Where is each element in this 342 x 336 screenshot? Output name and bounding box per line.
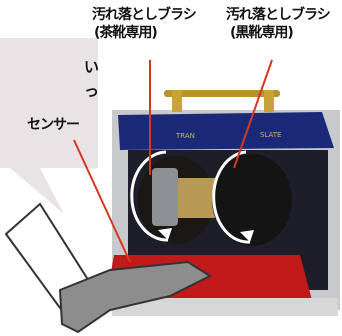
base-step bbox=[112, 298, 338, 316]
shoe bbox=[58, 260, 213, 334]
pointer-line-black bbox=[233, 59, 273, 169]
bubble-text-fragment-2: っ bbox=[84, 82, 100, 100]
panel-brand-right: SLATE bbox=[260, 131, 281, 139]
bubble-text-fragment-1: い bbox=[84, 58, 100, 76]
handle-bar bbox=[164, 90, 280, 97]
rotate-arrow-left-icon bbox=[130, 150, 169, 242]
handle-post-left bbox=[172, 90, 182, 112]
brush-brown-subtitle: (茶靴専用) bbox=[94, 25, 158, 41]
brush-black bbox=[212, 154, 292, 246]
brush-brown-title: 汚れ落としブラシ bbox=[92, 7, 197, 23]
brush-black-subtitle: (黒靴専用) bbox=[230, 25, 294, 41]
sensor-unit bbox=[152, 168, 178, 226]
rotate-arrow-right-head-icon bbox=[240, 230, 254, 242]
rotate-arrow-right-icon bbox=[212, 150, 251, 244]
rotate-arrow-left-head-icon bbox=[158, 228, 172, 240]
speech-bubble bbox=[0, 38, 98, 214]
panel-brand-left: TRAN bbox=[175, 132, 195, 140]
pointer-line-sensor bbox=[73, 139, 131, 263]
top-panel bbox=[118, 112, 334, 150]
sensor-label: センサー bbox=[27, 117, 80, 133]
brush-black-title: 汚れ落としブラシ bbox=[226, 7, 331, 23]
handle-post-right bbox=[264, 90, 274, 112]
